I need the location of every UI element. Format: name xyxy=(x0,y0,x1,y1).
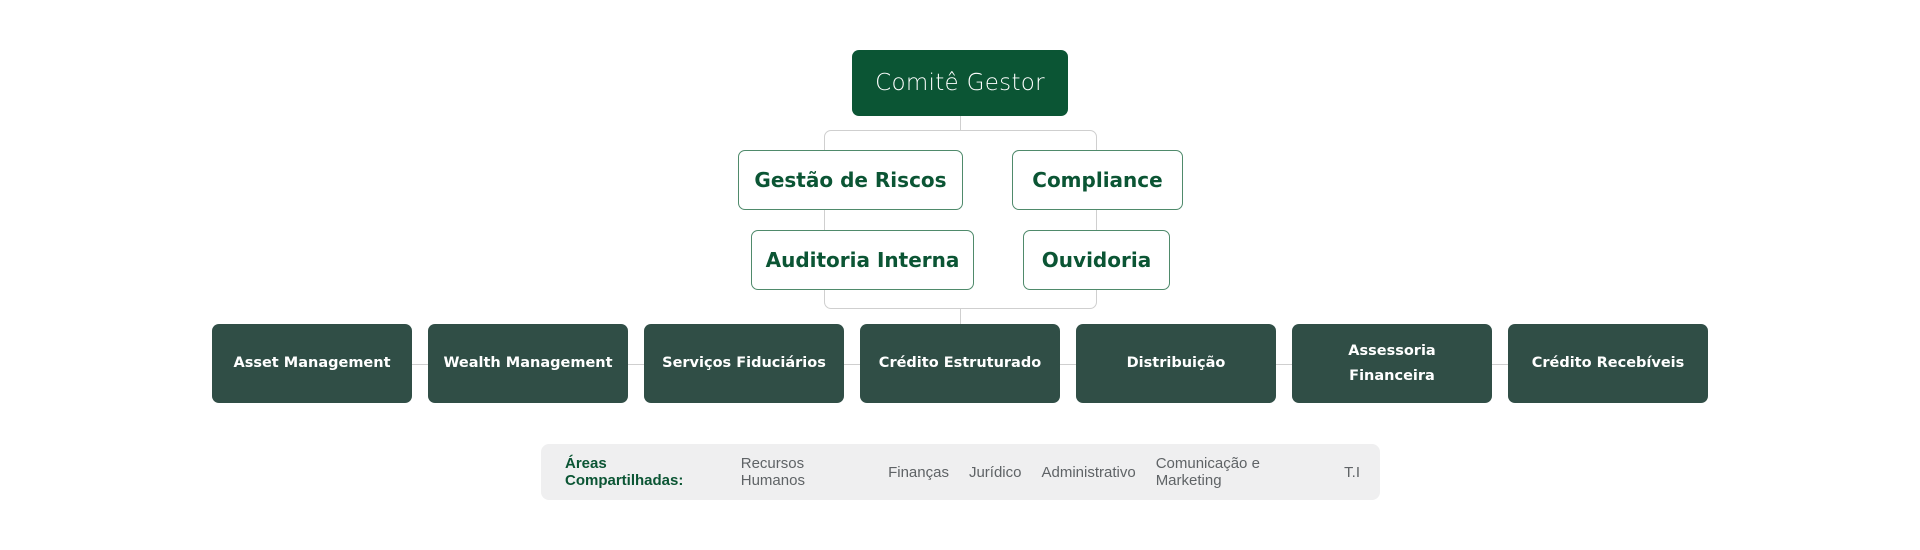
unit-distribuicao[interactable]: Distribuição xyxy=(1076,324,1276,403)
shared-areas-bar: Áreas Compartilhadas: Recursos Humanos F… xyxy=(541,444,1380,500)
unit-credito-estruturado[interactable]: Crédito Estruturado xyxy=(860,324,1060,403)
unit-wealth-management[interactable]: Wealth Management xyxy=(428,324,628,403)
ouvidoria-node[interactable]: Ouvidoria xyxy=(1023,230,1170,290)
shared-item-rh: Recursos Humanos xyxy=(740,455,805,489)
shared-item-comunicacao: Comunicação e Marketing xyxy=(1155,455,1260,489)
compliance-node[interactable]: Compliance xyxy=(1012,150,1183,210)
connector-bracket xyxy=(824,130,1097,309)
connector-top xyxy=(960,116,961,130)
shared-item-financas: Finanças xyxy=(888,463,949,481)
auditoria-interna-node[interactable]: Auditoria Interna xyxy=(751,230,974,290)
connector-bottom xyxy=(960,309,961,324)
shared-item-juridico: Jurídico xyxy=(968,463,1022,481)
unit-asset-management[interactable]: Asset Management xyxy=(212,324,412,403)
shared-areas-label: Áreas Compartilhadas: xyxy=(565,455,684,489)
unit-servicos-fiduciarios[interactable]: Serviços Fiduciários xyxy=(644,324,844,403)
unit-assessoria-financeira[interactable]: Assessoria Financeira xyxy=(1292,324,1492,403)
shared-item-administrativo: Administrativo xyxy=(1041,463,1136,481)
comite-gestor-node[interactable]: Comitê Gestor xyxy=(852,50,1068,116)
shared-item-ti: T.I xyxy=(1344,463,1360,481)
unit-credito-recebiveis[interactable]: Crédito Recebíveis xyxy=(1508,324,1708,403)
gestao-de-riscos-node[interactable]: Gestão de Riscos xyxy=(738,150,963,210)
